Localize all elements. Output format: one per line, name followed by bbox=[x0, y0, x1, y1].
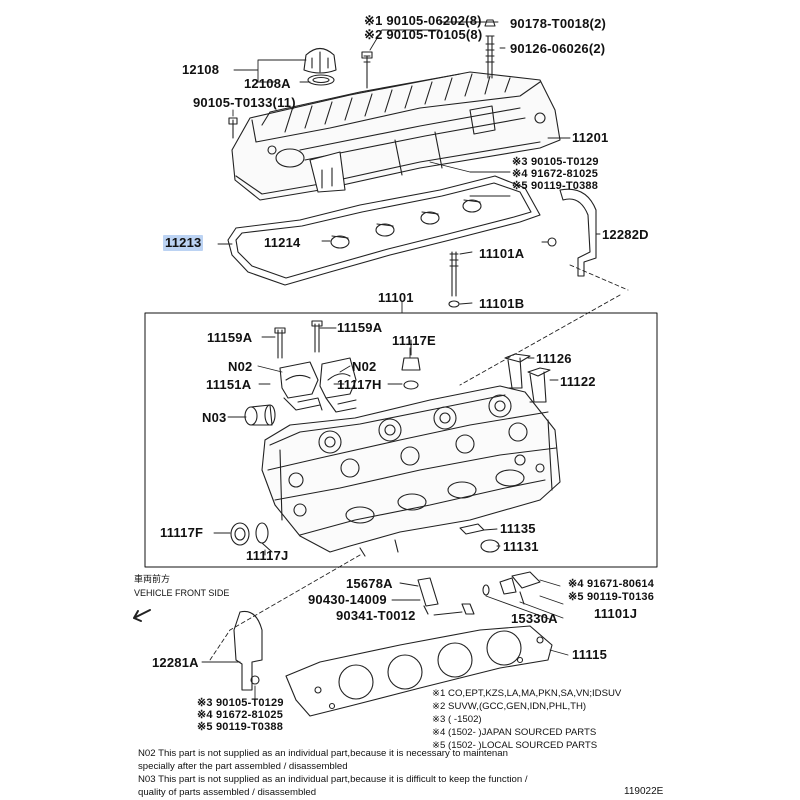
part-label[interactable]: 12108A bbox=[244, 76, 291, 91]
cylinder-head-group-frame bbox=[144, 312, 658, 568]
plug-11117E bbox=[401, 339, 421, 390]
part-label[interactable]: 11101B bbox=[479, 296, 525, 311]
oil-filler-cap bbox=[303, 47, 337, 86]
sensor-15678A bbox=[417, 577, 475, 615]
part-label[interactable]: 90178-T0018(2) bbox=[510, 16, 607, 31]
part-label[interactable]: 12108 bbox=[182, 62, 220, 77]
part-label[interactable]: 11151A bbox=[206, 377, 252, 392]
part-label[interactable]: 11101 bbox=[378, 290, 414, 305]
front-label-jp: 車両前方 bbox=[134, 574, 171, 584]
part-label: N02 bbox=[352, 359, 377, 374]
part-label[interactable]: ※1 90105-06202(8) bbox=[364, 13, 482, 28]
part-label[interactable]: 12282D bbox=[602, 227, 649, 242]
front-label-en: VEHICLE FRONT SIDE bbox=[134, 588, 230, 598]
part-label: N02 bbox=[228, 359, 253, 374]
part-label[interactable]: 11126 bbox=[536, 351, 572, 366]
note-line: specially after the part assembled / dis… bbox=[138, 761, 348, 772]
part-label[interactable]: ※3 90105-T0129 bbox=[197, 697, 284, 709]
part-label[interactable]: 11159A bbox=[337, 320, 383, 335]
legend-line: ※4 (1502- )JAPAN SOURCED PARTS bbox=[432, 727, 597, 738]
note-line: N03 This part is not supplied as an indi… bbox=[138, 774, 528, 785]
part-label[interactable]: 11159A bbox=[207, 330, 253, 345]
legend-line: ※5 (1502- )LOCAL SOURCED PARTS bbox=[432, 740, 598, 751]
plug-11117F bbox=[230, 522, 273, 553]
note-line: quality of parts assembled / disassemble… bbox=[138, 787, 317, 798]
cylinder-head bbox=[261, 385, 561, 557]
leader-lines-top bbox=[232, 21, 571, 197]
part-label[interactable]: 11117H bbox=[337, 377, 382, 392]
plug-tube-gaskets bbox=[330, 199, 482, 249]
part-label[interactable]: ※5 90119-T0388 bbox=[197, 721, 284, 733]
part-label[interactable]: 11117F bbox=[160, 525, 204, 540]
bracket-12281A bbox=[233, 610, 263, 691]
legend-line: ※3 ( -1502) bbox=[432, 714, 482, 725]
part-label-highlighted[interactable]: 11213 bbox=[163, 235, 204, 251]
part-label[interactable]: 15330A bbox=[511, 611, 558, 626]
diagram-code: 119022E bbox=[624, 786, 664, 797]
part-label[interactable]: ※5 90119-T0136 bbox=[568, 591, 655, 603]
leader-lines-bottom bbox=[201, 579, 569, 701]
bracket-12282D bbox=[541, 188, 597, 277]
bearing-cap-bolts bbox=[274, 320, 323, 359]
part-label[interactable]: 11101J bbox=[594, 606, 638, 621]
note-line: N02 This part is not supplied as an indi… bbox=[138, 748, 508, 759]
leader-lines-middle bbox=[213, 327, 559, 556]
part-label[interactable]: 11201 bbox=[572, 130, 609, 145]
part-label[interactable]: 11115 bbox=[572, 647, 607, 662]
part-label[interactable]: ※5 90119-T0388 bbox=[512, 180, 599, 192]
valve-lifter bbox=[244, 404, 276, 426]
part-label[interactable]: ※2 90105-T0105(8) bbox=[364, 27, 483, 42]
part-label[interactable]: 15678A bbox=[346, 576, 393, 591]
part-label[interactable]: ※4 91672-81025 bbox=[197, 709, 284, 721]
oil-control-valve bbox=[482, 571, 541, 605]
part-label[interactable]: 11117J bbox=[246, 548, 289, 563]
stud-11101A bbox=[448, 251, 460, 308]
head-cover-gasket bbox=[227, 175, 541, 286]
part-label[interactable]: 11135 bbox=[500, 521, 536, 536]
part-label[interactable]: 90430-14009 bbox=[308, 592, 387, 607]
valve-guides bbox=[504, 353, 551, 403]
part-label[interactable]: 90126-06026(2) bbox=[510, 41, 606, 56]
legend-line: ※2 SUVW,(GCC,GEN,IDN,PHL,TH) bbox=[432, 701, 587, 712]
legend-line: ※1 CO,EPT,KZS,LA,MA,PKN,SA,VN;IDSUV bbox=[432, 688, 622, 699]
cover-bolts bbox=[228, 19, 496, 139]
part-label[interactable]: 11214 bbox=[264, 235, 301, 250]
part-label[interactable]: 12281A bbox=[152, 655, 199, 670]
part-label[interactable]: 11122 bbox=[560, 374, 596, 389]
part-label[interactable]: 11131 bbox=[503, 539, 539, 554]
seal-11135 bbox=[459, 523, 500, 553]
front-arrow-icon bbox=[133, 609, 151, 622]
cylinder-head-gasket bbox=[285, 625, 553, 717]
part-label[interactable]: ※3 90105-T0129 bbox=[512, 156, 599, 168]
cylinder-head-cover bbox=[231, 71, 561, 201]
part-label[interactable]: ※4 91671-80614 bbox=[568, 578, 655, 590]
part-label[interactable]: 90105-T0133(11) bbox=[193, 95, 296, 110]
part-label[interactable]: ※4 91672-81025 bbox=[512, 168, 599, 180]
part-label: N03 bbox=[202, 410, 227, 425]
part-label[interactable]: 90341-T0012 bbox=[336, 608, 416, 623]
part-label[interactable]: 11101A bbox=[479, 246, 525, 261]
part-label[interactable]: 11117E bbox=[392, 333, 436, 348]
